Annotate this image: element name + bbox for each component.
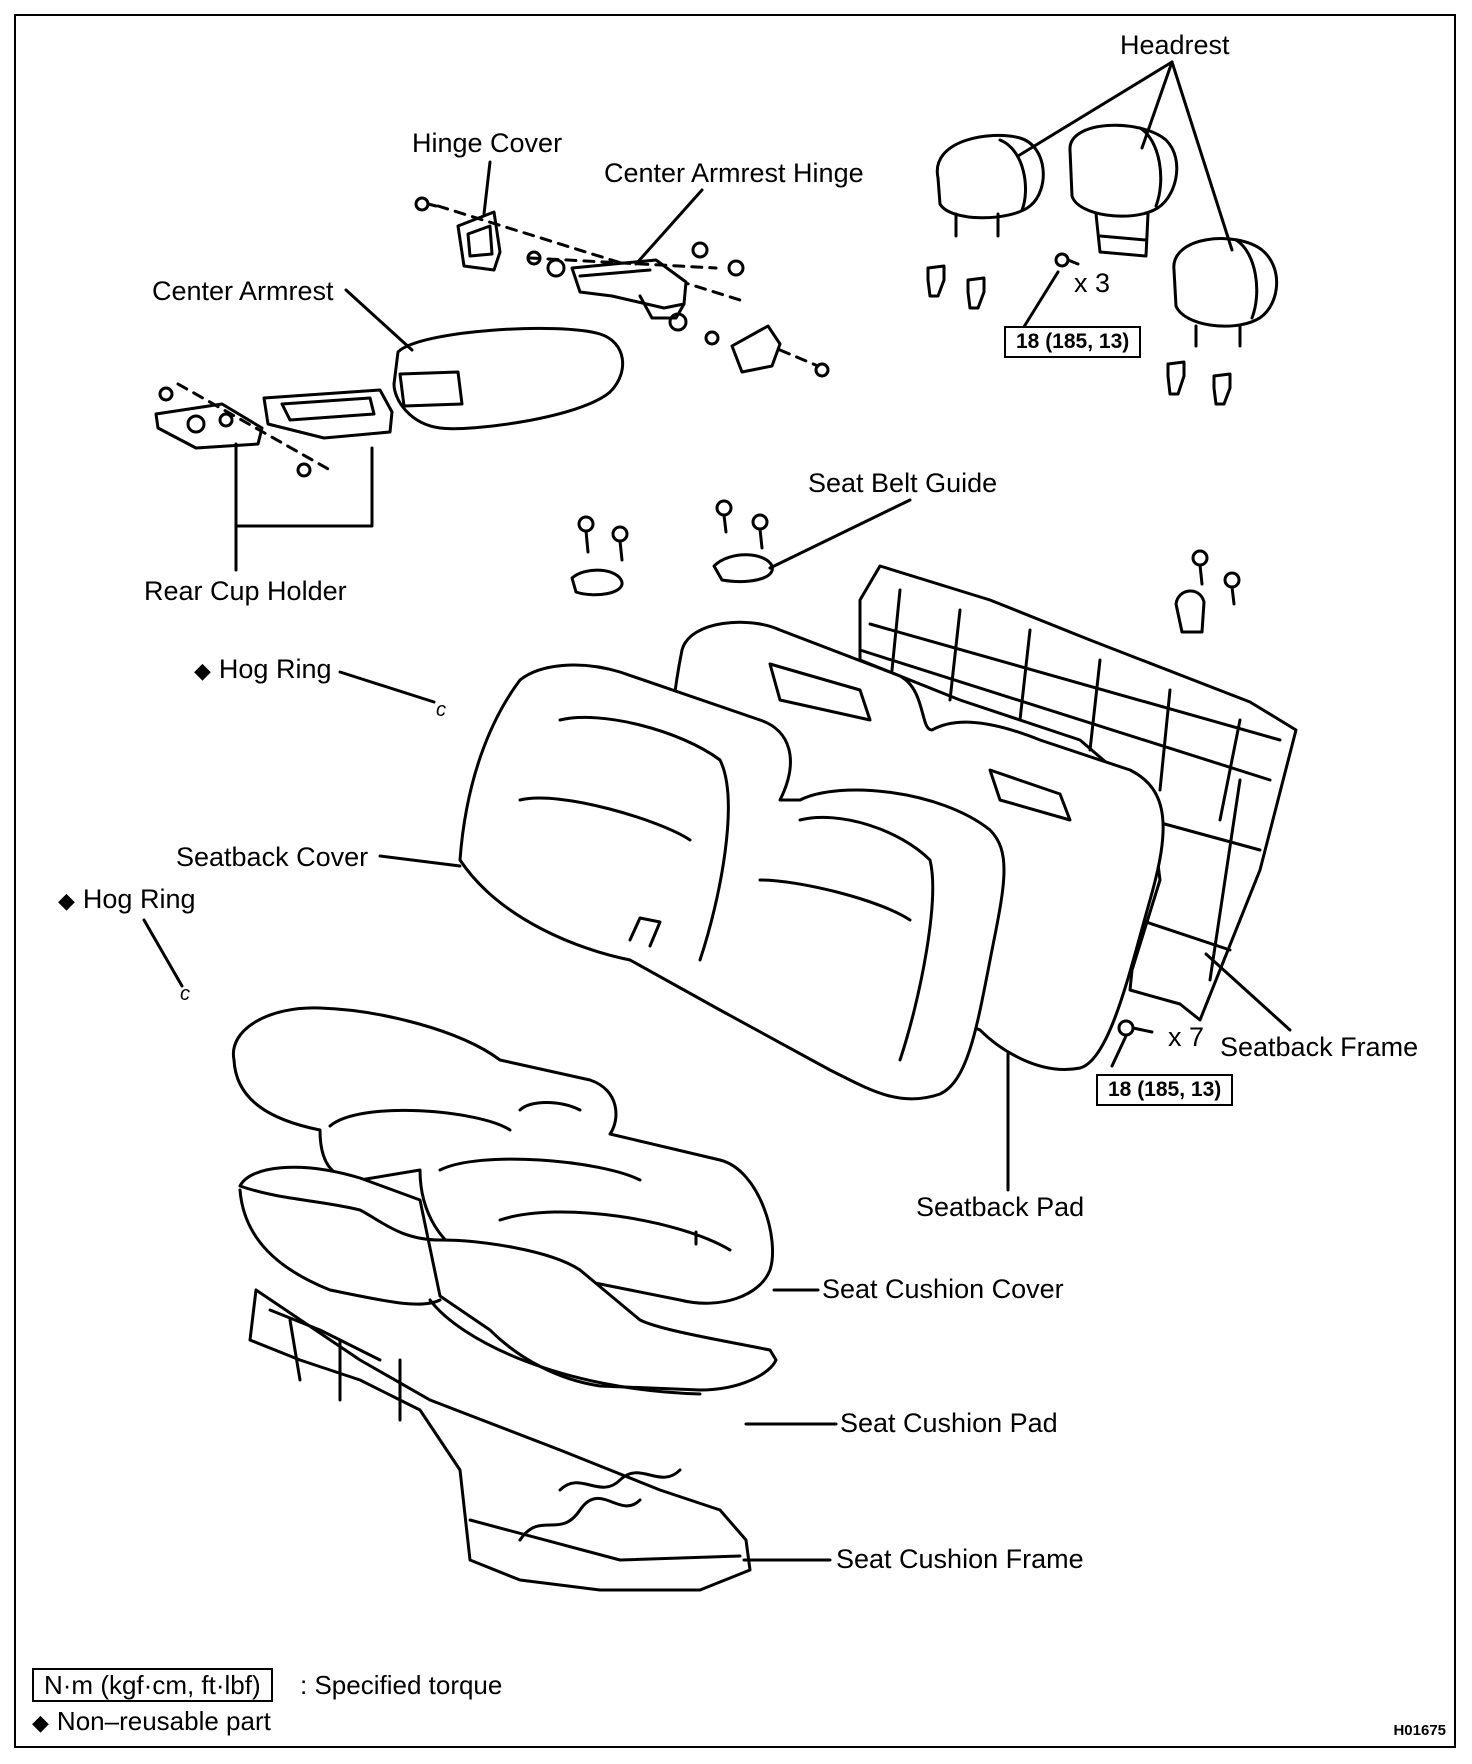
bolt-icon (1117, 1019, 1154, 1037)
screw-icon (414, 196, 438, 212)
frame-torque-value: 18 (185, 13) (1096, 1074, 1234, 1106)
legend-non-reusable: ◆Non–reusable part (32, 1706, 271, 1736)
diagram-frame (14, 14, 1456, 1748)
label-seatback-frame: Seatback Frame (1220, 1032, 1419, 1062)
hinge-cover-part (456, 210, 502, 272)
legend-torque-unit: N·m (kgf·cm, ft·lbf) (32, 1668, 273, 1702)
seatback-cover-part (458, 663, 1006, 1101)
label-hog-ring-lower: ◆Hog Ring (58, 884, 196, 914)
headrest-support (926, 264, 1232, 406)
rear-cup-holder-part (154, 388, 394, 450)
headrest-bolt-quantity: x 3 (1074, 268, 1111, 298)
figure-code: H01675 (1393, 1722, 1446, 1739)
legend-torque-description: : Specified torque (300, 1670, 503, 1700)
label-headrest: Headrest (1120, 30, 1230, 60)
seat-cushion-pad-part (238, 1165, 778, 1396)
headrest-torque-value: 18 (185, 13) (1004, 326, 1142, 358)
non-reusable-diamond-icon: ◆ (32, 1710, 49, 1735)
bolt-icon (1054, 252, 1080, 268)
guide-bolts (577, 499, 1241, 606)
hinge-bolts (526, 241, 830, 378)
label-seatback-cover: Seatback Cover (176, 842, 369, 872)
center-armrest-part (392, 326, 625, 431)
non-reusable-diamond-icon: ◆ (194, 658, 211, 683)
frame-bolt-quantity: x 7 (1168, 1022, 1205, 1052)
svg-text:c: c (436, 699, 446, 721)
label-hog-ring-upper: ◆Hog Ring (194, 654, 332, 684)
seatback-frame-part (858, 564, 1298, 1022)
seat-cushion-cover-part (231, 1006, 775, 1305)
headrest-center (1068, 123, 1179, 258)
label-center-armrest-hinge: Center Armrest Hinge (604, 158, 864, 188)
label-seat-cushion-pad: Seat Cushion Pad (840, 1408, 1058, 1438)
hinge-cover-right (730, 324, 782, 374)
seat-cushion-frame-part (248, 1288, 752, 1592)
seat-belt-guide-part (570, 553, 1206, 634)
label-center-armrest: Center Armrest (152, 276, 334, 306)
label-seat-cushion-frame: Seat Cushion Frame (836, 1544, 1084, 1574)
label-seat-cushion-cover: Seat Cushion Cover (822, 1274, 1064, 1304)
non-reusable-diamond-icon: ◆ (58, 888, 75, 913)
headrest-right (1172, 237, 1279, 348)
svg-text:c: c (180, 983, 190, 1005)
cup-holder-screws (158, 386, 312, 478)
label-hinge-cover: Hinge Cover (412, 128, 563, 158)
label-seatback-pad: Seatback Pad (916, 1192, 1085, 1222)
label-rear-cup-holder: Rear Cup Holder (144, 576, 347, 606)
label-seat-belt-guide: Seat Belt Guide (808, 468, 998, 498)
center-armrest-hinge-part (570, 258, 688, 320)
